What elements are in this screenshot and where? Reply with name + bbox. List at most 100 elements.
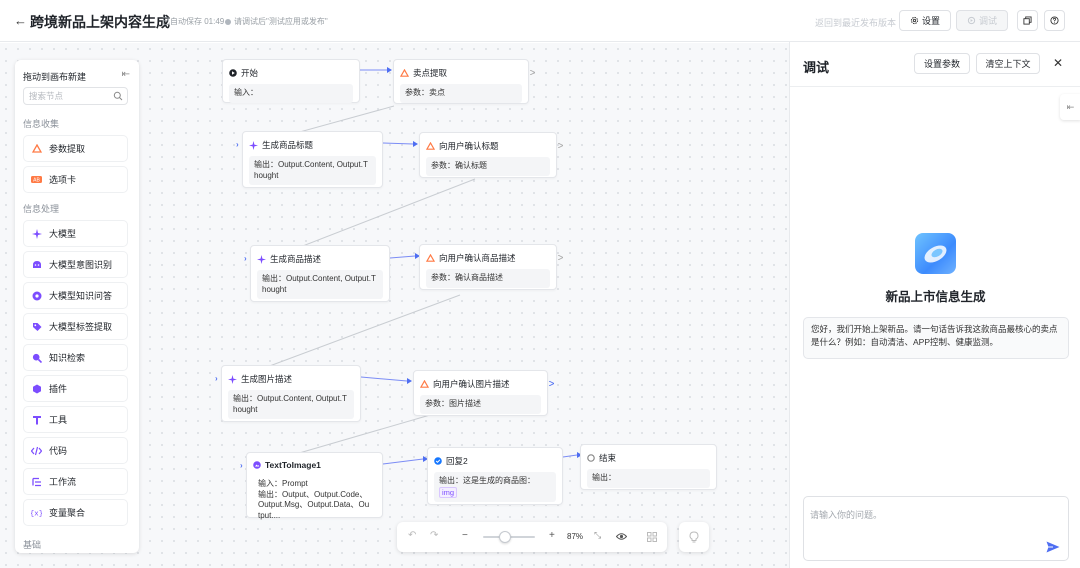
node-reply[interactable]: 回复2 输出：这是生成的商品图： img — [427, 447, 563, 505]
set-params-button[interactable]: 设置参数 — [914, 53, 970, 74]
wire-imgdesc-to-confirm — [360, 376, 408, 382]
top-bar: ← 跨境新品上架内容生成 已自动保存 01:49 请调试后"测试应用或发布" 返… — [0, 0, 1080, 42]
tool-icon — [31, 414, 42, 425]
node-end[interactable]: 结束 输出： — [580, 444, 717, 490]
debug-button[interactable]: 调试 — [956, 10, 1008, 31]
node-title: 向用户确认标题 — [439, 141, 499, 151]
param-extract-icon — [400, 68, 409, 77]
zoom-level: 87% — [567, 532, 584, 541]
node-selling-point[interactable]: 卖点提取 参数：卖点 — [393, 59, 535, 104]
revert-to-published-link[interactable]: 返回到最近发布版本 — [815, 18, 897, 28]
output-handle[interactable] — [549, 381, 554, 386]
output-handle[interactable] — [558, 143, 563, 148]
output-handle[interactable] — [558, 255, 563, 260]
copy-icon — [1023, 16, 1032, 25]
variable-icon: {x} — [31, 507, 42, 518]
eye-icon[interactable] — [616, 532, 627, 541]
grid-icon[interactable] — [647, 532, 657, 542]
sparkle-icon — [31, 228, 42, 239]
node-item-code[interactable]: 代码 — [24, 438, 127, 463]
wire-title-to-confirm — [382, 142, 414, 145]
node-item-plugin[interactable]: 插件 — [24, 376, 127, 401]
collapse-icon[interactable]: ⇤ — [121, 69, 130, 80]
node-gen-title[interactable]: › 生成商品标题 输出：Output.Content, Output.Thoug… — [236, 131, 383, 188]
output-handle[interactable] — [530, 70, 535, 75]
node-item-tool[interactable]: 工具 — [24, 407, 127, 432]
undo-icon[interactable]: ↶ — [408, 530, 417, 541]
node-header: 结束 — [587, 452, 616, 464]
sparkle-icon — [257, 254, 266, 264]
node-title: 生成商品描述 — [270, 254, 322, 264]
zoom-in-icon[interactable]: + — [549, 530, 555, 541]
chat-input-box — [803, 496, 1069, 561]
node-title: 生成图片描述 — [241, 374, 293, 384]
node-item-tag-extract[interactable]: 大模型标签提取 — [24, 314, 127, 339]
node-title: 结束 — [599, 453, 617, 463]
node-gen-desc[interactable]: › 生成商品描述 输出：Output.Content, Output.Thoug… — [244, 245, 390, 302]
node-title: 开始 — [241, 68, 259, 78]
input-handle[interactable]: › — [236, 140, 239, 149]
node-confirm-img-desc[interactable]: 向用户确认图片描述 参数：图片描述 — [413, 370, 554, 416]
close-icon[interactable]: ✕ — [1053, 56, 1064, 70]
img-variable-tag: img — [439, 486, 458, 498]
node-confirm-title[interactable]: 向用户确认标题 参数：确认标题 — [419, 132, 563, 178]
node-body: 输入： — [229, 84, 353, 103]
node-start[interactable]: 开始 输入： — [222, 59, 360, 103]
fit-view-icon[interactable]: ⤡ — [594, 530, 602, 540]
settings-button[interactable]: 设置 — [899, 10, 951, 31]
node-body: 输出：这是生成的商品图： img — [434, 472, 556, 502]
node-confirm-desc[interactable]: 向用户确认商品描述 参数：确认商品描述 — [419, 244, 563, 290]
node-library-panel: 拖动到画布新建 ⇤ 信息收集 参数提取 AB 选项卡 信息处理 大模型 大模型意… — [15, 60, 139, 553]
node-item-option-card[interactable]: AB 选项卡 — [24, 167, 127, 192]
clear-context-button[interactable]: 清空上下文 — [976, 53, 1040, 74]
chat-input[interactable] — [810, 505, 1040, 525]
node-item-kb-qa[interactable]: 大模型知识问答 — [24, 283, 127, 308]
node-item-label: 大模型 — [49, 229, 77, 239]
workflow-canvas[interactable]: 拖动到画布新建 ⇤ 信息收集 参数提取 AB 选项卡 信息处理 大模型 大模型意… — [0, 43, 789, 568]
node-header: 向用户确认图片描述 — [420, 378, 510, 390]
lightbulb-icon — [689, 531, 699, 543]
expand-panel-icon[interactable]: ⇤ — [1060, 94, 1080, 120]
node-header: 开始 — [229, 67, 258, 79]
node-item-variable-merge[interactable]: {x} 变量聚合 — [24, 500, 127, 525]
node-gen-img-desc[interactable]: › 生成图片描述 输出：Output.Content, Output.Thoug… — [215, 365, 361, 422]
redo-icon[interactable]: ↷ — [430, 530, 439, 541]
node-item-knowledge-search[interactable]: 知识检索 — [24, 345, 127, 370]
node-body: 参数：卖点 — [400, 84, 522, 103]
img-tag-label: img — [442, 487, 455, 497]
node-search-input[interactable] — [23, 87, 128, 105]
node-text-to-image[interactable]: › TextToImage1 输入：Prompt 输出：Output、Outpu… — [240, 452, 383, 520]
option-card-icon: AB — [31, 174, 42, 185]
param-extract-icon — [31, 143, 42, 154]
help-button[interactable] — [1044, 10, 1065, 31]
svg-text:{x}: {x} — [31, 510, 42, 517]
input-handle[interactable]: › — [244, 254, 247, 263]
welcome-message: 您好，我们开始上架新品。请一句话告诉我这款商品最核心的卖点是什么？例如：自动清洁… — [803, 317, 1069, 359]
send-icon[interactable] — [1046, 541, 1060, 553]
node-header: 生成商品标题 — [249, 139, 313, 151]
input-handle[interactable]: › — [240, 461, 243, 470]
node-item-label: 选项卡 — [49, 175, 77, 185]
bug-icon — [967, 16, 976, 25]
zoom-out-icon[interactable]: − — [462, 530, 468, 541]
zoom-slider-handle[interactable] — [499, 531, 511, 543]
end-circle-icon — [587, 454, 595, 462]
node-item-workflow[interactable]: 工作流 — [24, 469, 127, 494]
node-body-output: 输出：Output、Output.Code、Output.Msg、Output.… — [258, 489, 370, 520]
debug-label: 调试 — [978, 16, 997, 26]
node-body: 参数：确认标题 — [426, 157, 550, 176]
play-icon — [229, 69, 237, 77]
node-item-label: 工具 — [49, 415, 68, 425]
node-item-intent[interactable]: 大模型意图识别 — [24, 252, 127, 277]
search-icon[interactable] — [113, 91, 123, 101]
copy-button[interactable] — [1017, 10, 1038, 31]
node-header: 生成图片描述 — [228, 373, 292, 385]
workflow-icon — [31, 476, 42, 487]
node-body: 输出：Output.Content, Output.Thought — [228, 390, 354, 419]
code-icon — [31, 445, 42, 456]
arrow-left-icon[interactable]: ← — [14, 13, 27, 28]
node-item-param-extract[interactable]: 参数提取 — [24, 136, 127, 161]
node-item-llm[interactable]: 大模型 — [24, 221, 127, 246]
lightbulb-button[interactable] — [679, 522, 709, 552]
input-handle[interactable]: › — [215, 374, 218, 383]
